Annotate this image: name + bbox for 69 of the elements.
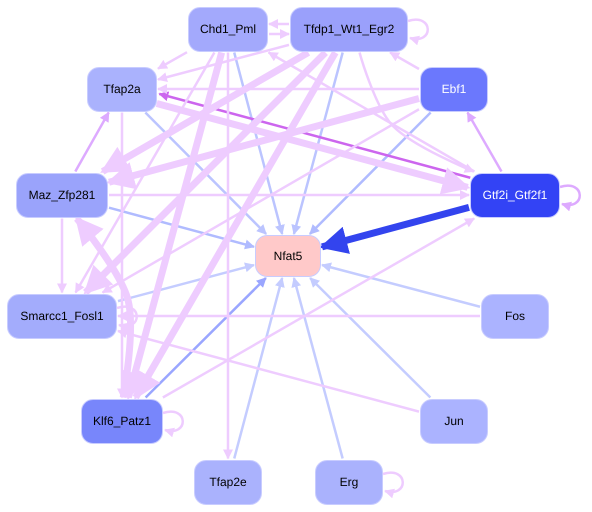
arrow	[162, 217, 475, 399]
self-loop-arrow	[408, 18, 429, 44]
arrow	[389, 51, 420, 70]
self-loop-arrow	[560, 184, 581, 210]
node-label: Tfap2a	[103, 82, 141, 96]
gene-node	[481, 294, 549, 338]
arrow	[118, 262, 255, 302]
node-label: Ebf1	[442, 82, 466, 96]
gene-node	[420, 398, 488, 444]
arrow	[157, 84, 419, 94]
gene-node	[255, 235, 321, 277]
arrow	[100, 49, 310, 175]
arrow	[117, 311, 480, 321]
arrow	[321, 262, 480, 308]
arrow	[102, 108, 420, 294]
gene-node	[87, 66, 157, 112]
gene-node	[290, 6, 408, 52]
arrow	[144, 277, 267, 398]
node-label: Erg	[340, 475, 358, 489]
arrow	[109, 190, 470, 200]
gene-node	[194, 460, 262, 504]
arrow	[466, 112, 503, 172]
gene-node	[81, 398, 163, 444]
arrow	[158, 91, 471, 179]
gene-node	[16, 172, 108, 218]
node-label: Fos	[504, 309, 525, 323]
gene-node	[315, 460, 383, 504]
gene-node	[470, 172, 560, 218]
node-label: Jun	[444, 414, 464, 428]
node-label: Tfdp1_Wt1_Egr2	[304, 22, 394, 36]
arrow	[74, 52, 216, 294]
arrow	[223, 52, 233, 460]
self-loop-arrow	[162, 410, 184, 436]
arrow	[121, 52, 226, 400]
arrow	[291, 52, 344, 235]
arrow	[74, 216, 134, 398]
arrow	[268, 19, 289, 29]
gene-node	[188, 6, 268, 52]
arrow	[308, 112, 432, 235]
arrow	[144, 112, 268, 235]
node-label: Smarcc1_Fosl1	[20, 309, 104, 323]
arrow	[74, 112, 110, 172]
arrow	[106, 95, 420, 190]
self-loop-arrow	[116, 306, 138, 332]
arrow	[269, 29, 290, 39]
gene-node	[420, 66, 488, 112]
node-label: Klf6_Patz1	[92, 414, 152, 428]
arrow	[132, 50, 338, 400]
node-label: Gtf2i_Gtf2f1	[482, 188, 548, 202]
arrow	[309, 277, 432, 398]
node-label: Tfap2e	[209, 475, 247, 489]
node-label: Chd1_Pml	[200, 22, 256, 36]
gene-node	[7, 294, 117, 338]
arrow	[268, 51, 475, 173]
arrow	[291, 277, 344, 459]
node-label: Maz_Zfp281	[28, 188, 96, 202]
node-label: Nfat5	[274, 249, 302, 263]
arrow	[83, 50, 328, 295]
arrow	[108, 206, 255, 250]
arrow	[157, 51, 188, 70]
arrow	[156, 100, 470, 194]
arrow	[233, 277, 285, 459]
arrow	[358, 52, 475, 173]
arrow	[319, 204, 470, 254]
arrow	[57, 218, 67, 294]
arrow	[157, 44, 290, 82]
arrow	[117, 328, 420, 413]
arrow	[233, 52, 285, 235]
self-loop-arrow	[382, 472, 404, 498]
